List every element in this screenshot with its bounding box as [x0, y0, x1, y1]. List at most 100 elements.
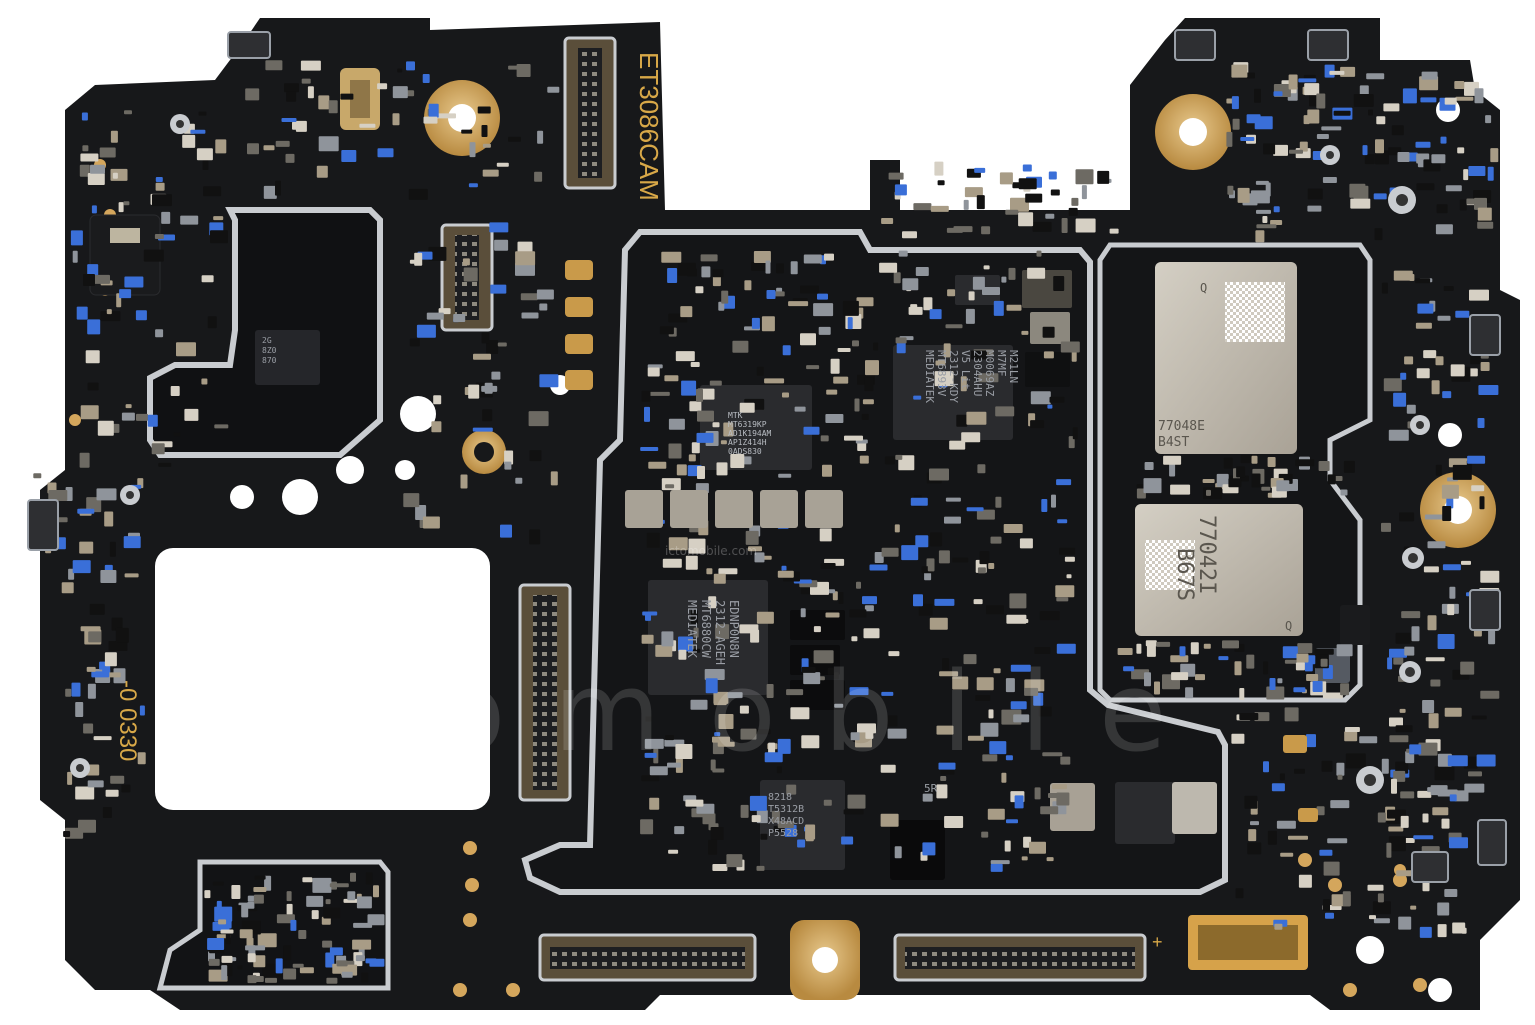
smd-component [1337, 774, 1343, 780]
smd-component [712, 422, 720, 428]
smd-component [426, 312, 444, 320]
smd-component [1060, 756, 1071, 765]
smd-component [1393, 657, 1404, 665]
smd-component [1340, 683, 1350, 696]
smd-component [75, 702, 84, 717]
smd-component [462, 258, 470, 266]
smd-component [1364, 154, 1375, 165]
smd-component [253, 887, 267, 892]
smd-component [842, 300, 859, 316]
smd-component [749, 795, 767, 811]
smd-component [1075, 218, 1096, 233]
smd-component [861, 413, 869, 420]
rf-bottom-line1: 77042I [1194, 515, 1219, 594]
smd-component [292, 963, 304, 968]
smd-component [999, 172, 1013, 185]
smd-component [1423, 350, 1437, 359]
smd-component [1490, 148, 1499, 163]
smd-component [640, 819, 654, 835]
smd-component [71, 682, 81, 697]
smd-component [863, 628, 880, 639]
smd-component [79, 164, 90, 177]
smd-component [1480, 362, 1490, 371]
chip-marking-line: V5 Lit [959, 350, 972, 390]
smd-component [284, 83, 299, 93]
smd-component [155, 177, 163, 182]
smd-component [283, 968, 297, 980]
smd-component [1071, 197, 1079, 206]
smd-component [1421, 71, 1438, 80]
smd-component [1377, 812, 1386, 823]
smd-component [902, 231, 917, 239]
smd-component [956, 414, 968, 427]
smd-component [678, 649, 687, 660]
smd-component [1218, 656, 1229, 661]
smd-component [944, 516, 961, 524]
smd-component [1005, 755, 1013, 761]
smd-component [68, 568, 75, 580]
smd-component [1195, 674, 1205, 681]
silk-top-label: ET3086CAM [634, 52, 664, 201]
smd-component [945, 497, 961, 502]
chip-marking-line: MEDIATEK [685, 600, 699, 659]
smd-component [1030, 420, 1045, 429]
smd-component [201, 378, 208, 385]
smd-component [1206, 489, 1211, 496]
smd-component [1170, 655, 1189, 663]
smd-component [963, 654, 977, 665]
smd-component [709, 380, 722, 386]
gold-contact-pads [565, 260, 1318, 822]
smd-component [1399, 512, 1415, 522]
smd-component [1316, 93, 1326, 109]
smd-component [1255, 230, 1265, 243]
smd-component [965, 308, 975, 324]
smd-component [491, 371, 501, 380]
smd-component [710, 827, 724, 840]
smd-component [777, 821, 794, 829]
smd-component [695, 286, 704, 294]
smd-component [972, 276, 985, 290]
smd-component [1143, 478, 1162, 494]
smd-component [929, 468, 949, 481]
chip-marking-line: 8Z0 [262, 346, 277, 355]
smd-component [1444, 889, 1458, 897]
smd-component [824, 253, 834, 261]
smd-component [1410, 905, 1417, 910]
smd-component [1273, 206, 1280, 213]
smd-component [1372, 901, 1391, 915]
smd-component [982, 754, 998, 762]
smd-component [823, 799, 832, 806]
smd-component [943, 343, 951, 358]
smd-component [1367, 884, 1384, 891]
smd-component [961, 432, 981, 443]
smd-component [1049, 396, 1065, 403]
smd-component [247, 953, 256, 963]
smd-component [1297, 643, 1313, 654]
smd-component [124, 573, 139, 578]
inductor [670, 490, 708, 528]
smd-component [1325, 912, 1334, 919]
smd-component [973, 599, 983, 605]
smd-component [1449, 837, 1468, 849]
smd-component [1442, 391, 1452, 399]
smd-component [307, 86, 314, 99]
smd-component [862, 596, 877, 605]
mounting-pads [424, 80, 1496, 1000]
smd-component [813, 650, 834, 664]
smd-component [1391, 125, 1404, 136]
smd-component [647, 367, 660, 377]
smd-component [995, 406, 1015, 417]
smd-component [1055, 585, 1075, 598]
smd-component [323, 907, 341, 919]
smd-component [1282, 646, 1298, 659]
smd-component [1008, 267, 1016, 280]
smd-component [1270, 220, 1283, 225]
smd-component [1400, 815, 1409, 828]
smd-component [1437, 315, 1451, 321]
smd-component [96, 488, 117, 501]
smd-component [1223, 457, 1233, 469]
smd-component [968, 291, 975, 301]
smd-component [708, 839, 718, 855]
